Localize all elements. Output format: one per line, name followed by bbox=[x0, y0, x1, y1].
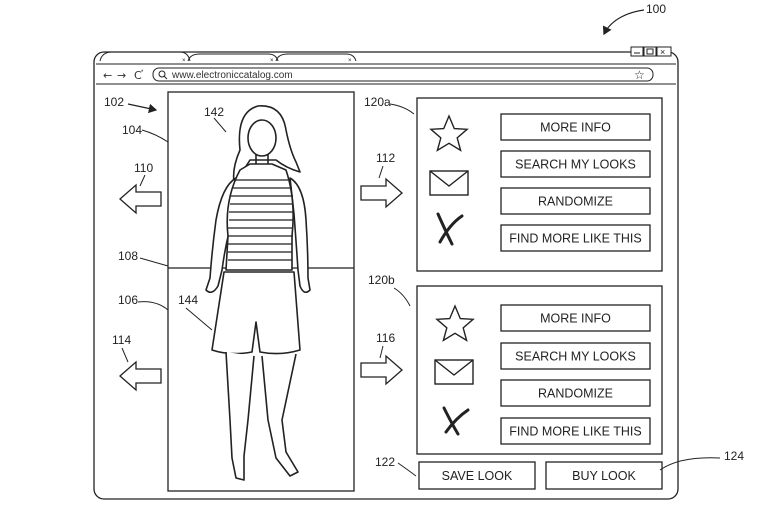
svg-text:×: × bbox=[660, 47, 665, 57]
left-arrow-bottom-ref: 114 bbox=[112, 333, 131, 347]
minimize-icon[interactable] bbox=[630, 46, 644, 57]
tab-close-icon[interactable]: × bbox=[348, 58, 352, 64]
randomize-button[interactable]: RANDOMIZE bbox=[500, 379, 651, 407]
back-icon[interactable]: ← bbox=[103, 69, 112, 82]
reload-icon[interactable]: C bbox=[134, 69, 142, 82]
url-text: www.electroniccatalog.com bbox=[171, 70, 293, 81]
next-bottom-arrow-button[interactable] bbox=[360, 354, 403, 386]
panel-top-ref: 120a bbox=[364, 95, 391, 109]
email-icon[interactable] bbox=[429, 170, 469, 196]
find-more-like-this-button[interactable]: FIND MORE LIKE THIS bbox=[500, 417, 651, 445]
top-garment-ref: 142 bbox=[204, 105, 224, 119]
randomize-label: RANDOMIZE bbox=[538, 387, 613, 401]
buy-look-label: BUY LOOK bbox=[572, 469, 636, 483]
dismiss-x-icon[interactable] bbox=[436, 212, 464, 246]
panel-bottom-ref: 120b bbox=[368, 273, 395, 287]
address-bar[interactable] bbox=[152, 67, 654, 82]
save-look-button[interactable]: SAVE LOOK bbox=[418, 461, 536, 490]
action-panel-bottom: 120b MORE INFO SEARCH MY LOOKS RANDOMIZE… bbox=[368, 273, 663, 455]
bottom-garment[interactable] bbox=[211, 271, 301, 355]
search-my-looks-button[interactable]: SEARCH MY LOOKS bbox=[500, 150, 651, 178]
right-arrow-bottom-ref: 116 bbox=[376, 331, 395, 345]
more-info-button[interactable]: MORE INFO bbox=[500, 113, 651, 141]
prev-bottom-arrow-button[interactable] bbox=[119, 360, 162, 392]
find-more-like-this-button[interactable]: FIND MORE LIKE THIS bbox=[500, 224, 651, 252]
find-more-like-this-label: FIND MORE LIKE THIS bbox=[509, 232, 641, 246]
top-section-ref: 104 bbox=[122, 123, 142, 137]
save-look-label: SAVE LOOK bbox=[442, 469, 513, 483]
search-my-looks-button[interactable]: SEARCH MY LOOKS bbox=[500, 342, 651, 370]
randomize-label: RANDOMIZE bbox=[538, 195, 613, 209]
browser-tab[interactable] bbox=[99, 51, 191, 62]
search-my-looks-label: SEARCH MY LOOKS bbox=[515, 158, 636, 172]
maximize-icon[interactable] bbox=[643, 46, 657, 57]
dismiss-x-icon[interactable] bbox=[442, 406, 470, 436]
action-panel-top: 120a MORE INFO SEARCH MY LOOKS RANDOMIZE… bbox=[364, 95, 663, 272]
email-icon[interactable] bbox=[434, 359, 474, 385]
search-my-looks-label: SEARCH MY LOOKS bbox=[515, 350, 636, 364]
forward-icon[interactable]: → bbox=[117, 69, 126, 82]
find-more-like-this-label: FIND MORE LIKE THIS bbox=[509, 425, 641, 439]
favorite-star-icon[interactable] bbox=[435, 304, 475, 342]
outfit-viewer: 142 144 bbox=[167, 91, 355, 492]
bottom-section-ref: 106 bbox=[118, 293, 138, 307]
favorite-star-icon[interactable] bbox=[429, 114, 469, 152]
figure-leader bbox=[602, 9, 645, 36]
close-icon[interactable] bbox=[656, 46, 672, 57]
right-arrow-top-ref: 112 bbox=[376, 151, 395, 165]
tab-close-icon[interactable]: × bbox=[182, 58, 186, 64]
randomize-button[interactable]: RANDOMIZE bbox=[500, 187, 651, 215]
tab-close-icon[interactable]: × bbox=[270, 58, 274, 64]
buy-look-button[interactable]: BUY LOOK bbox=[545, 461, 663, 490]
search-icon bbox=[158, 70, 166, 78]
divider-ref: 108 bbox=[118, 249, 138, 263]
svg-text:*: * bbox=[141, 70, 144, 76]
bookmark-star-icon[interactable]: ☆ bbox=[634, 68, 645, 82]
prev-top-arrow-button[interactable] bbox=[119, 183, 162, 215]
more-info-label: MORE INFO bbox=[540, 121, 611, 135]
browser-tab[interactable] bbox=[187, 53, 279, 62]
left-arrow-top-ref: 110 bbox=[134, 161, 153, 175]
more-info-button[interactable]: MORE INFO bbox=[500, 304, 651, 332]
buy-look-ref: 124 bbox=[724, 449, 744, 463]
figure-number: 100 bbox=[646, 2, 666, 16]
more-info-label: MORE INFO bbox=[540, 312, 611, 326]
save-look-ref: 122 bbox=[375, 455, 395, 469]
window-controls: × bbox=[630, 46, 672, 57]
browser-tab[interactable] bbox=[275, 53, 357, 62]
model-figure bbox=[205, 105, 311, 481]
next-top-arrow-button[interactable] bbox=[360, 177, 403, 209]
browser-ref: 102 bbox=[104, 95, 124, 109]
bottom-garment-ref: 144 bbox=[178, 293, 198, 307]
